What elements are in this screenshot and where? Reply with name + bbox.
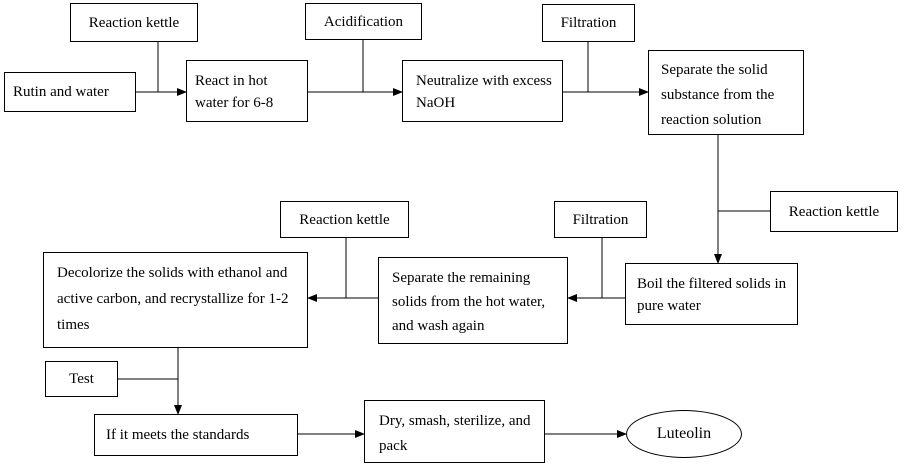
node-separate-remaining: Separate the remaining solids from the h… (378, 257, 568, 344)
node-test: Test (45, 361, 118, 397)
node-acidification: Acidification (305, 3, 422, 40)
node-reaction-kettle-3: Reaction kettle (280, 201, 409, 238)
node-luteolin: Luteolin (626, 410, 742, 458)
node-meets-standards: If it meets the standards (94, 414, 298, 456)
node-boil-filtered: Boil the filtered solids in pure water (625, 263, 798, 325)
node-decolorize: Decolorize the solids with ethanol and a… (43, 252, 308, 348)
node-reaction-kettle-2: Reaction kettle (770, 191, 898, 232)
node-filtration-2: Filtration (554, 201, 647, 238)
node-reaction-kettle-1: Reaction kettle (70, 3, 198, 42)
node-separate-solid: Separate the solid substance from the re… (648, 50, 804, 135)
node-dry-smash-pack: Dry, smash, sterilize, and pack (364, 400, 545, 463)
node-neutralize: Neutralize with excess NaOH (402, 60, 563, 122)
node-rutin-and-water: Rutin and water (4, 72, 136, 112)
node-react-hot-water: React in hot water for 6-8 (186, 60, 308, 122)
node-filtration-1: Filtration (542, 4, 635, 42)
